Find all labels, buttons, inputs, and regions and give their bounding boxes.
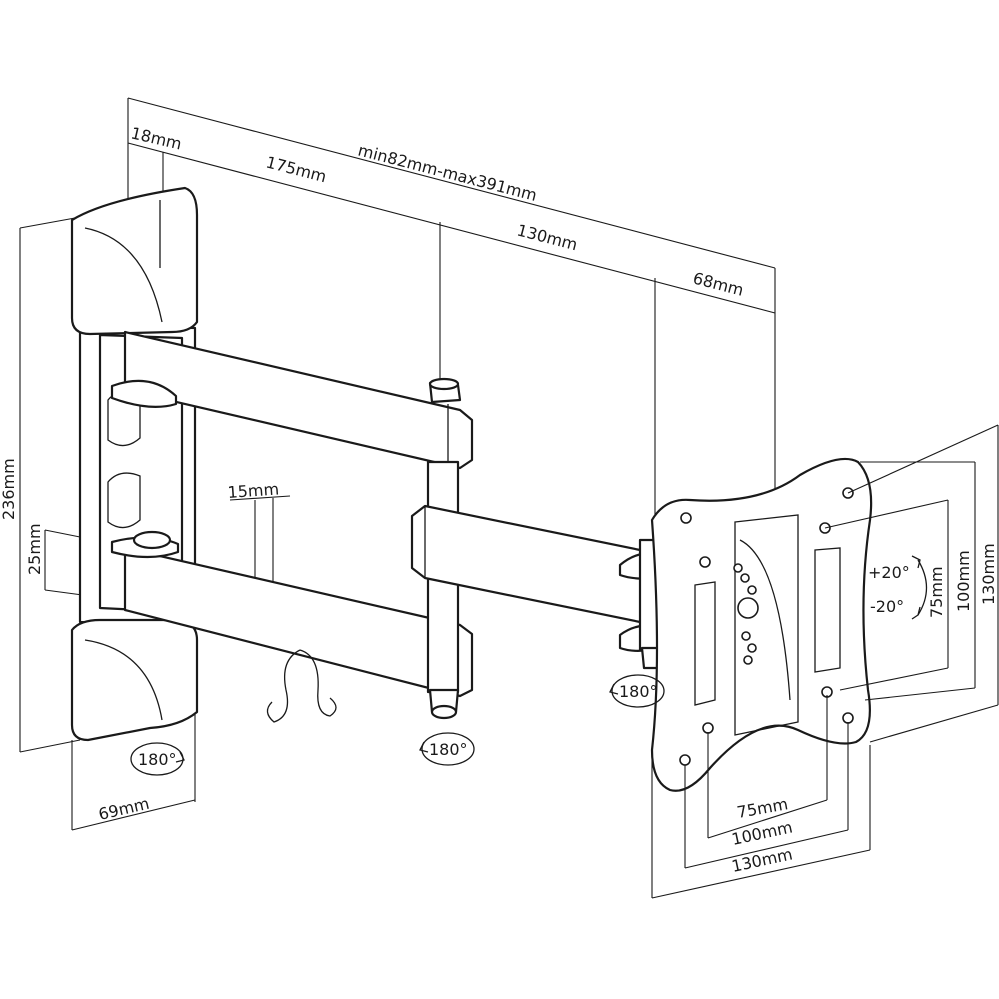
height-dimension	[19, 217, 81, 753]
vesa-bottom-dimensions	[651, 695, 871, 899]
label-tilt-up: +20°	[868, 563, 910, 582]
vesa-right-dimensions	[824, 424, 999, 743]
label-tilt-down: -20°	[870, 597, 904, 616]
label-head: 68mm	[691, 268, 746, 299]
rotation-icon-head	[609, 674, 665, 708]
label-arm2: 130mm	[515, 220, 580, 254]
label-rotation-wall: 180°	[138, 750, 177, 769]
plate-width-dimension	[71, 710, 196, 831]
tilt-arrow-icon	[911, 555, 928, 620]
rotation-icon-joint	[419, 732, 475, 766]
label-top-plate: 18mm	[129, 123, 183, 153]
label-vesa-100-v: 100mm	[730, 817, 794, 848]
label-thickness: 25mm	[25, 523, 44, 575]
label-vesa-75-v: 75mm	[735, 794, 789, 822]
rotation-icon-wall	[130, 742, 185, 776]
label-total-extension: min82mm-max391mm	[356, 140, 539, 204]
label-plate-width: 69mm	[97, 794, 151, 824]
label-vesa-130-v: 130mm	[730, 844, 794, 875]
vesa-plate	[650, 457, 873, 792]
first-arm	[110, 330, 474, 698]
label-rotation-joint: 180°	[429, 740, 468, 759]
label-height: 236mm	[0, 458, 18, 520]
cable-hook	[266, 649, 337, 723]
wall-plate	[70, 186, 199, 742]
label-vesa-130-h: 130mm	[979, 543, 998, 605]
label-vesa-100-h: 100mm	[954, 550, 973, 612]
second-arm	[410, 460, 652, 720]
label-gap: 15mm	[227, 479, 280, 502]
label-vesa-75-h: 75mm	[927, 566, 946, 618]
gap-dimension	[229, 495, 291, 590]
label-rotation-head: 180°	[619, 682, 658, 701]
top-dimension-lines	[127, 97, 776, 520]
